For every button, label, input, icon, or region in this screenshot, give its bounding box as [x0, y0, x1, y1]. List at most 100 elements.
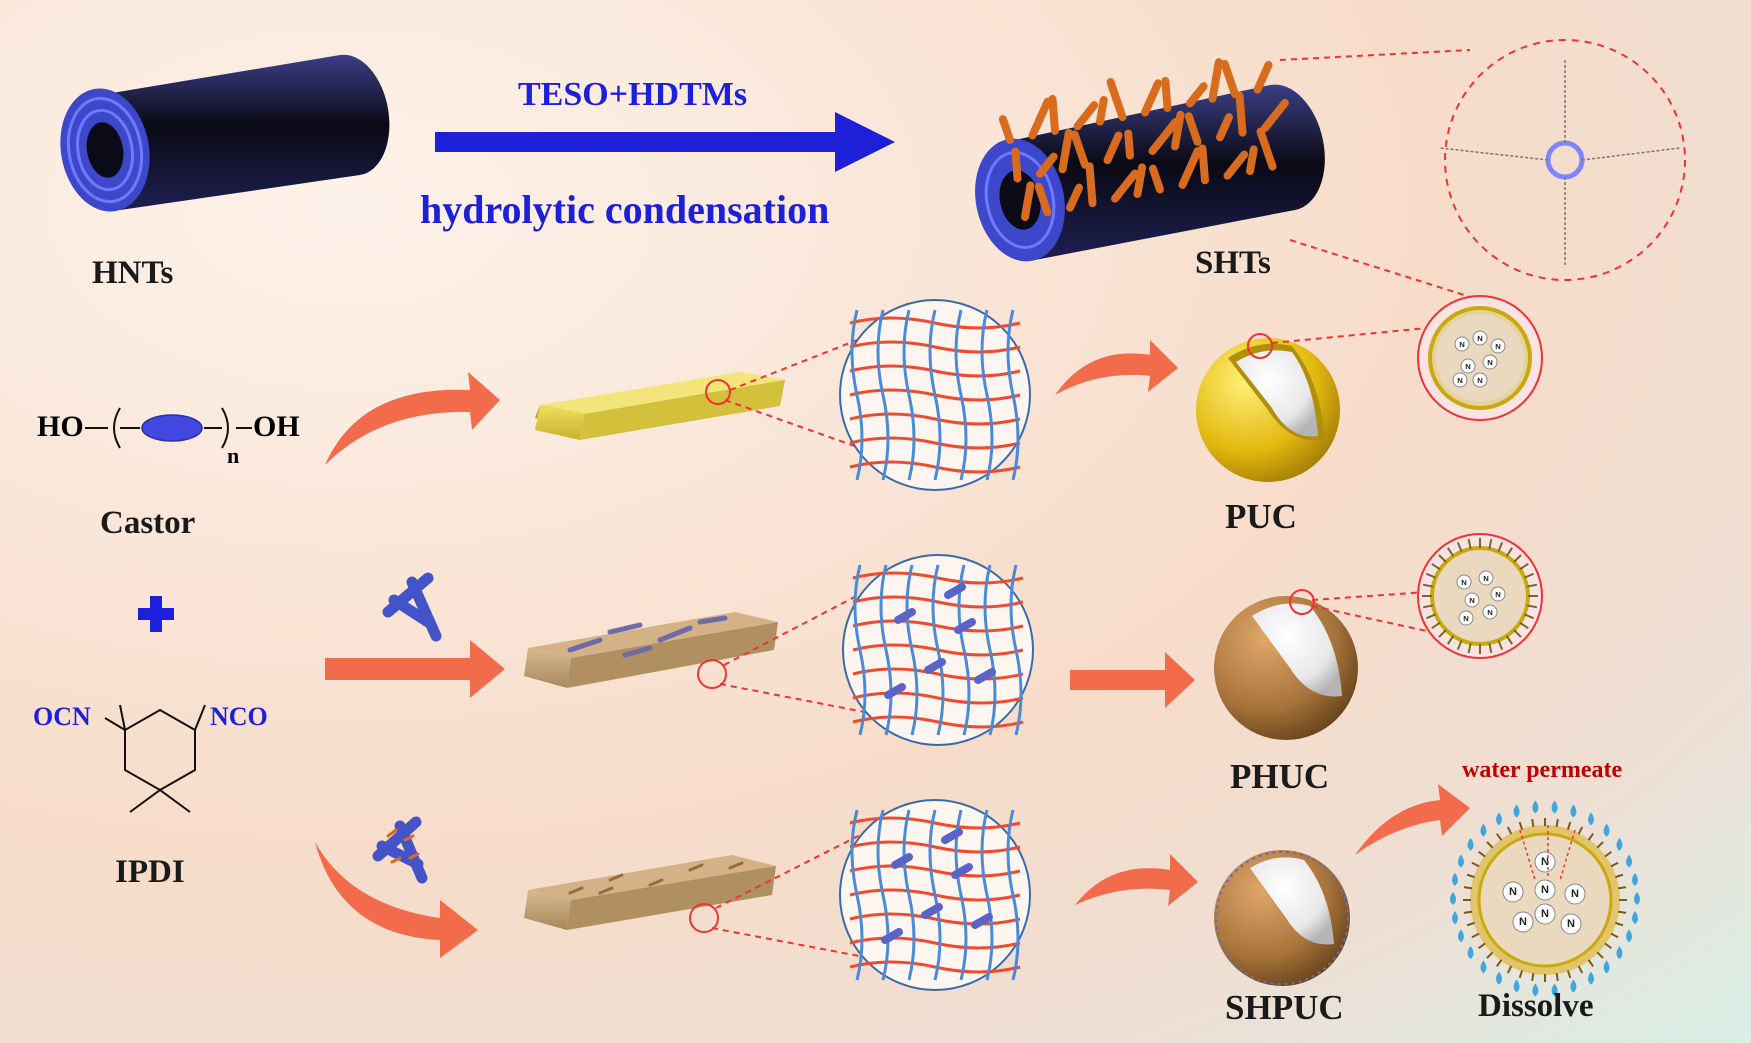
shpuc-output-arrow: [1075, 854, 1198, 906]
water-drop: [1467, 946, 1474, 960]
shts-label: SHTs: [1195, 245, 1271, 281]
surface-rod: [1235, 91, 1247, 137]
blue-reaction-arrow: [435, 112, 895, 172]
sht-zoom-callout: [1279, 39, 1686, 301]
water-drop: [1551, 800, 1558, 814]
surface-rod: [1111, 169, 1139, 203]
surface-rod: [1058, 128, 1073, 174]
surface-rod: [1106, 78, 1127, 122]
core-n-symbol: N: [1487, 358, 1493, 367]
castor-n-subscript: n: [227, 443, 240, 468]
core-n-symbol: N: [1483, 574, 1489, 583]
surface-rod: [1186, 82, 1208, 108]
water-drop: [1588, 812, 1594, 826]
water-drop: [1452, 911, 1459, 925]
surface-rod: [1148, 117, 1180, 155]
dissolve-label: Dissolve: [1478, 988, 1594, 1024]
water-drop: [1513, 804, 1520, 818]
water-drop: [1450, 892, 1456, 905]
core-n-symbol: N: [1567, 918, 1575, 930]
network-circle: [839, 299, 1031, 491]
phuc-sphere: [1214, 589, 1358, 740]
castor-curved-arrow: [325, 372, 500, 465]
surface-rod: [1028, 97, 1052, 140]
core-n-symbol: N: [1459, 340, 1465, 349]
surface-rod: [1096, 95, 1108, 126]
surface-rod: [1133, 163, 1147, 199]
surface-rod: [1048, 94, 1059, 135]
water-drop: [1551, 983, 1558, 997]
water-drop: [1480, 823, 1487, 837]
nco-label: NCO: [210, 702, 268, 731]
water-drop: [1603, 960, 1610, 974]
castor-oh-label: OH: [253, 410, 300, 443]
puc-label: PUC: [1225, 497, 1297, 536]
water-drop: [1588, 971, 1594, 985]
phuc-slab: [524, 612, 778, 689]
surface-rod: [1223, 150, 1249, 180]
water-drop: [1457, 929, 1464, 943]
surface-rod: [1161, 77, 1172, 112]
surface-rod: [1141, 79, 1163, 117]
surface-rod: [1208, 58, 1223, 103]
shpuc-label: SHPUC: [1225, 988, 1344, 1027]
surface-rod: [1216, 113, 1233, 142]
core-n-symbol: N: [1509, 886, 1517, 898]
hnt-tube: [60, 54, 390, 212]
surface-rod: [1036, 152, 1058, 178]
water-drop: [1634, 892, 1640, 905]
surface-rod: [1198, 144, 1209, 185]
water-drop: [1480, 960, 1487, 974]
shpuc-curved-arrow: [315, 842, 478, 958]
water-drop: [1631, 872, 1638, 886]
water-permeate-label: water permeate: [1462, 757, 1623, 783]
water-drop: [1616, 946, 1623, 960]
core-n-symbol: N: [1541, 856, 1549, 868]
surface-rod: [1085, 162, 1097, 208]
surface-rod: [1011, 147, 1022, 183]
core-n-symbol: N: [1463, 614, 1469, 623]
water-drop: [1513, 979, 1520, 993]
water-drop: [1631, 911, 1638, 925]
water-drop: [1467, 837, 1474, 851]
water-drop: [1457, 854, 1464, 868]
water-drop: [1496, 812, 1502, 826]
core-n-symbol: N: [1495, 590, 1501, 599]
surface-rod: [998, 115, 1014, 144]
shpuc-sphere: [1214, 850, 1350, 986]
castor-label: Castor: [100, 505, 196, 541]
water-drop: [1603, 823, 1610, 837]
surface-rod: [1178, 147, 1202, 189]
water-drop: [1452, 872, 1459, 886]
phuc-label: PHUC: [1230, 757, 1330, 796]
surface-rod: [1171, 110, 1185, 151]
sht-rod-icon: [372, 816, 428, 884]
surface-rod: [1103, 131, 1123, 165]
core-n-symbol: N: [1541, 884, 1549, 896]
phuc-input-arrow: [325, 640, 505, 698]
surface-rod: [1256, 127, 1277, 171]
surface-rod: [1124, 129, 1134, 160]
surface-rod: [1070, 130, 1089, 169]
core-n-symbol: N: [1541, 908, 1549, 920]
water-drop: [1616, 837, 1623, 851]
surface-rod: [1261, 98, 1289, 133]
hnt-rod-icon: [382, 572, 442, 642]
core-n-symbol: N: [1477, 376, 1483, 385]
core-n-symbol: N: [1477, 334, 1483, 343]
water-drop: [1532, 800, 1539, 814]
water-drop: [1570, 979, 1577, 993]
water-drop: [1532, 983, 1539, 997]
surface-rod: [1253, 60, 1273, 94]
castor-ho-label: HO: [37, 410, 84, 443]
surface-rod: [1184, 112, 1202, 146]
hnts-label: HNTs: [92, 255, 174, 291]
phuc-straight-arrow: [1070, 652, 1195, 708]
core-n-symbol: N: [1495, 342, 1501, 351]
core-n-symbol: N: [1571, 888, 1579, 900]
reaction-condition-label: hydrolytic condensation: [420, 187, 830, 232]
ipdi-label: IPDI: [115, 854, 185, 890]
